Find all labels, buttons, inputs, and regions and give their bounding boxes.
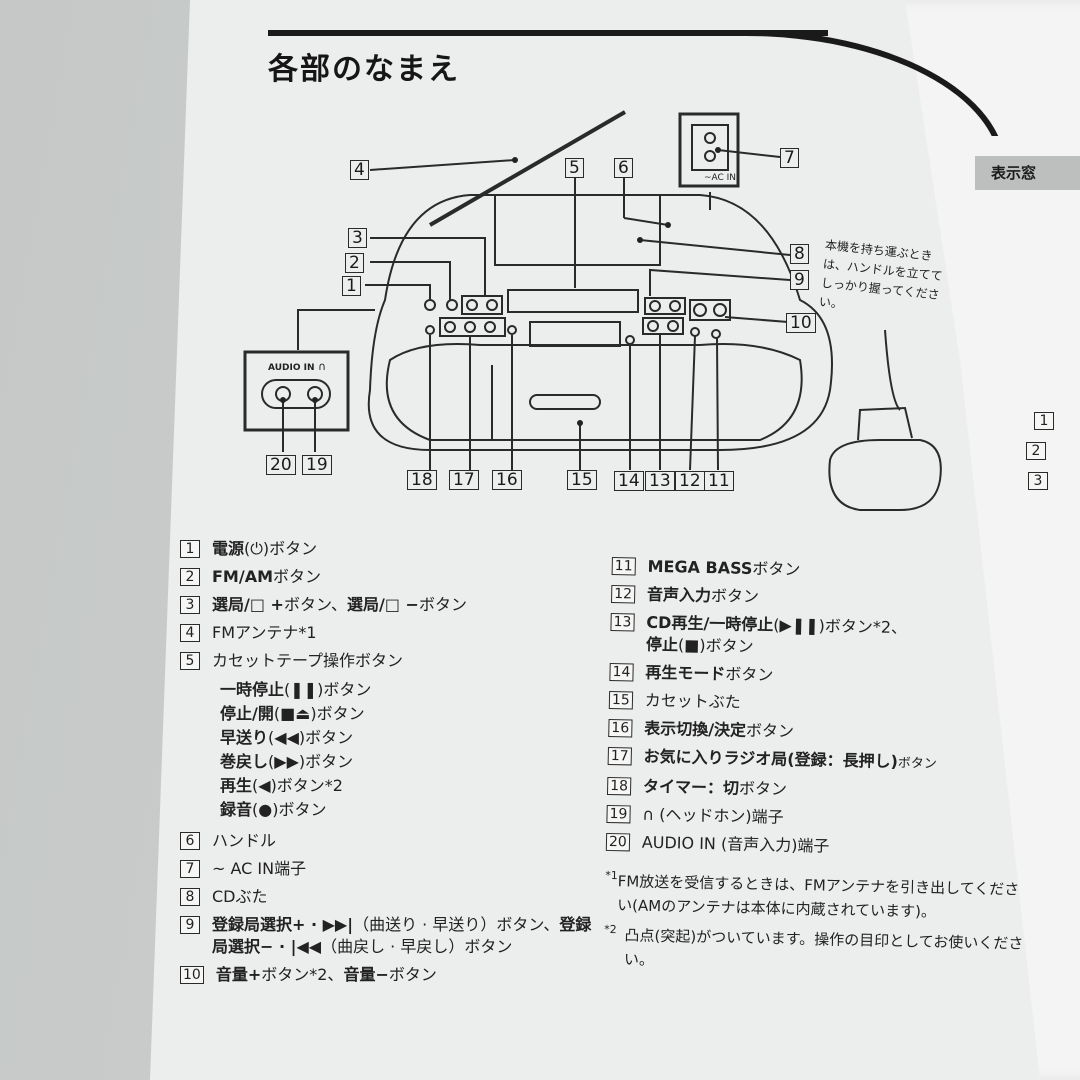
part-item-12: 12 音声入力ボタン [610,583,1031,614]
svg-text:~AC IN: ~AC IN [704,173,736,183]
carry-handle-note: 本機を持ち運ぶときは、ハンドルを立ててしっかり握ってください。 [818,237,944,312]
part-number: 12 [610,584,636,604]
part-item-3: 3 選局/□ +ボタン、選局/□ −ボタン [180,594,600,616]
part-number: 9 [180,916,200,934]
diagram-label-8: 8 [790,244,809,264]
part-number: 5 [180,652,200,670]
part-item-13: 13 CD再生/一時停止(▶❚❚)ボタン*2、停止(■)ボタン [610,611,1031,664]
diagram-label-14: 14 [614,471,644,491]
diagram-label-7: 7 [780,148,799,168]
parts-diagram: ~AC IN AUDIO IN ∩ 4 5 6 7 3 8 2 9 1 10 2… [0,0,1080,520]
cassette-rew: 巻戻し(▶▶)ボタン [220,752,354,771]
part-number: 20 [605,832,631,852]
part-item-10: 10 音量+ボタン*2、音量−ボタン [180,964,600,986]
part-number: 10 [180,966,204,984]
diagram-label-11: 11 [704,471,734,491]
part-item-18: 18 タイマー：切ボタン [606,775,1027,806]
cassette-record: 録音(●)ボタン [220,800,327,819]
part-item-9: 9 登録局選択+ · ▶▶|（曲送り · 早送り）ボタン、登録局選択− · |◀… [180,914,600,958]
part-item-19: 19 ∩ (ヘッドホン)端子 [606,803,1026,834]
diagram-label-20: 20 [266,455,296,475]
cassette-button-list: 一時停止(❚❚)ボタン 停止/開(■⏏)ボタン 早送り(◀◀)ボタン 巻戻し(▶… [220,678,600,822]
diagram-label-10: 10 [786,313,816,333]
side-tab-display-window: 表示窓 [975,156,1080,190]
part-item-5: 5 カセットテープ操作ボタン [180,650,600,672]
parts-list-left: 1 電源(⏻)ボタン 2 FM/AMボタン 3 選局/□ +ボタン、選局/□ −… [180,538,600,992]
cassette-play: 再生(◀)ボタン*2 [220,776,343,795]
part-number: 14 [609,662,634,682]
part-number: 1 [180,540,200,558]
part-item-4: 4 FMアンテナ*1 [180,622,600,644]
diagram-label-6: 6 [614,158,633,178]
part-number: 13 [610,612,635,632]
header-rule [268,30,828,36]
part-number: 2 [180,568,200,586]
part-number: 4 [180,624,200,642]
diagram-label-12: 12 [675,471,705,491]
part-number: 6 [180,832,200,850]
part-number: 3 [180,596,200,614]
page-title: 各部のなまえ [268,52,460,87]
diagram-label-18: 18 [407,470,437,490]
part-item-2: 2 FM/AMボタン [180,566,600,588]
part-number: 15 [608,690,633,710]
part-number: 16 [608,718,633,738]
diagram-label-4: 4 [350,160,369,180]
diagram-label-9: 9 [790,270,809,290]
part-number: 11 [611,556,636,576]
boombox-illustration: ~AC IN AUDIO IN ∩ [243,110,942,511]
diagram-label-3: 3 [348,228,367,248]
part-item-15: 15 カセットぶた [608,689,1029,720]
part-number: 7 [180,860,200,878]
part-item-1: 1 電源(⏻)ボタン [180,538,600,560]
part-item-14: 14 再生モードボタン [609,661,1029,692]
parts-list-right: 11 MEGA BASSボタン 12 音声入力ボタン 13 CD再生/一時停止(… [603,555,1032,986]
part-item-6: 6 ハンドル [180,830,600,852]
part-number: 19 [606,804,631,824]
part-item-20: 20 AUDIO IN (音声入力)端子 [605,831,1026,862]
footnote-1: *1 FM放送を受信するときは、FMアンテナを引き出してください(AMのアンテナ… [605,868,1020,921]
part-item-17: 17 お気に入りラジオ局(登録：長押し)ボタン [607,745,1028,778]
right-page-peek: 1 2 3 [1026,412,1054,502]
diagram-label-5: 5 [565,158,584,178]
cassette-ff: 早送り(◀◀)ボタン [220,728,354,747]
diagram-label-19: 19 [302,455,332,475]
part-number: 17 [607,746,632,766]
cassette-stop-eject: 停止/開(■⏏)ボタン [220,704,365,723]
svg-text:AUDIO IN: AUDIO IN [268,363,314,373]
diagram-label-17: 17 [449,470,479,490]
cassette-pause: 一時停止(❚❚)ボタン [220,680,372,699]
svg-text:∩: ∩ [318,360,326,373]
diagram-label-2: 2 [345,253,364,273]
diagram-label-1: 1 [342,276,361,296]
part-item-16: 16 表示切換/決定ボタン [608,717,1028,748]
part-number: 8 [180,888,200,906]
part-number: 18 [606,776,632,796]
diagram-label-15: 15 [567,470,597,490]
diagram-label-16: 16 [492,470,522,490]
footnote-2: *2 凸点(突起)がついています。操作の目印としてお使いください。 [604,922,1024,969]
part-item-8: 8 CDぶた [180,886,600,908]
part-item-7: 7 ~ AC IN端子 [180,858,600,880]
diagram-label-13: 13 [645,471,675,491]
